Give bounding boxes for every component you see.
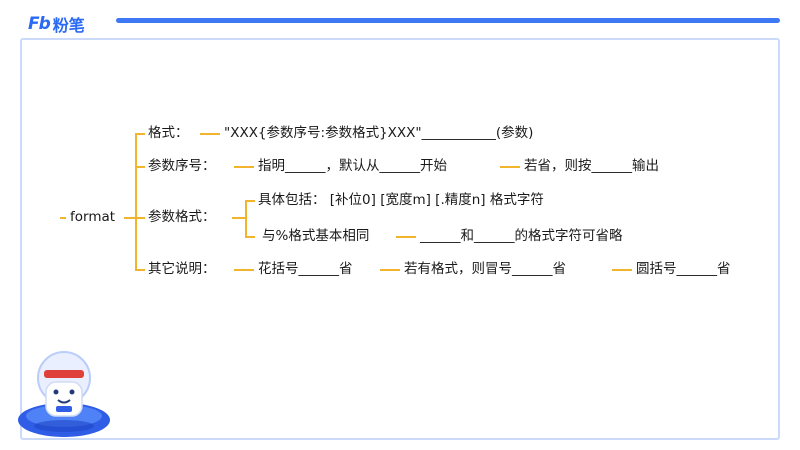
branch-spec-label: 参数格式： (148, 209, 216, 225)
spec-text-1: 具体包括： [补位0] [宽度m] [.精度n] 格式字符 (258, 192, 544, 208)
branch-other-label: 其它说明： (148, 261, 216, 277)
bracket-arm-index (135, 166, 145, 168)
other-text-2: 若有格式，则冒号______省 (404, 261, 566, 277)
brand-mark: Fb (28, 14, 51, 34)
format-text: "XXX{参数序号:参数格式}XXX"___________(参数) (224, 125, 534, 141)
index-text-1: 指明______，默认从______开始 (258, 158, 447, 174)
branch-format-label: 格式： (148, 125, 189, 141)
other-text-3: 圆括号______省 (636, 261, 731, 277)
header-accent-bar (116, 18, 780, 23)
connector-index (234, 166, 254, 168)
connector-index-2 (500, 166, 520, 168)
index-text-2: 若省，则按______输出 (524, 158, 659, 174)
other-text-1: 花括号______省 (258, 261, 353, 277)
connector-other-2 (380, 269, 400, 271)
connector-spec (232, 217, 246, 219)
spec-bracket-arm-2 (245, 236, 255, 238)
astronaut-mascot-icon (18, 351, 110, 437)
spec-bracket-arm-1 (245, 200, 255, 202)
branch-index-label: 参数序号： (148, 158, 216, 174)
connector-spec-2 (396, 236, 416, 238)
spec-text-3: ______和______的格式字符可省略 (420, 228, 623, 244)
root-connector (124, 217, 136, 219)
connector-other-3 (612, 269, 632, 271)
connector-other (234, 269, 254, 271)
brand-name: 粉笔 (52, 16, 85, 35)
bracket-arm-other (135, 269, 145, 271)
connector-format (200, 133, 220, 135)
main-bracket (135, 133, 137, 269)
slide-frame (20, 38, 780, 440)
root-node: format (70, 209, 116, 225)
bracket-arm-spec (135, 217, 145, 219)
spec-bracket (245, 200, 247, 237)
root-tick (60, 217, 66, 219)
spec-text-2: 与%格式基本相同 (262, 228, 370, 244)
brand-logo: Fb 粉笔 (28, 12, 85, 36)
bracket-arm-format (135, 133, 145, 135)
